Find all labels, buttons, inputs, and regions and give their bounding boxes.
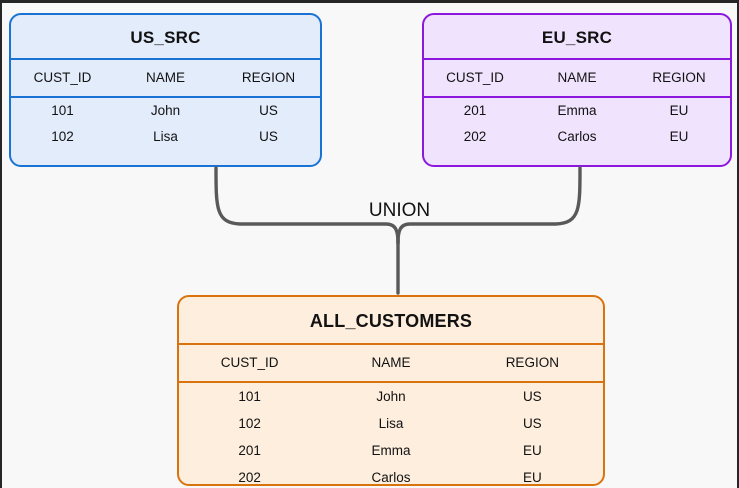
cell-cust-id: 201 xyxy=(463,103,487,118)
column-header-cust-id: CUST_ID xyxy=(11,60,114,98)
cell-region: EU xyxy=(669,103,689,118)
cell-name: John xyxy=(376,389,406,404)
table-row: 202 Carlos EU xyxy=(179,464,603,485)
cell-name: Lisa xyxy=(378,416,404,431)
table-box-us-src[interactable]: US_SRC CUST_ID NAME REGION 101 John US 1… xyxy=(9,13,322,167)
table-grid-us-src: CUST_ID NAME REGION 101 John US 102 Lisa… xyxy=(11,60,320,150)
table-header-row: CUST_ID NAME REGION xyxy=(179,345,603,383)
table-row: 201 Emma EU xyxy=(179,437,603,464)
cell-region: US xyxy=(522,416,542,431)
table-row: 202 Carlos EU xyxy=(424,124,730,150)
table-title-eu-src: EU_SRC xyxy=(424,15,730,60)
column-header-name: NAME xyxy=(114,60,217,98)
cell-region: EU xyxy=(522,443,542,458)
table-title-all-customers: ALL_CUSTOMERS xyxy=(179,297,603,345)
table-title-us-src: US_SRC xyxy=(11,15,320,60)
cell-cust-id: 202 xyxy=(463,129,487,144)
cell-region: EU xyxy=(522,470,542,485)
table-row: 201 Emma EU xyxy=(424,97,730,124)
table-head-us-src: CUST_ID NAME REGION xyxy=(11,60,320,98)
cell-name: Lisa xyxy=(153,129,178,144)
cell-name: Carlos xyxy=(557,129,597,144)
table-row: 102 Lisa US xyxy=(11,124,320,150)
column-header-region: REGION xyxy=(628,60,730,98)
table-row: 101 John US xyxy=(179,382,603,410)
column-header-cust-id: CUST_ID xyxy=(424,60,526,98)
cell-region: US xyxy=(522,389,542,404)
cell-region: EU xyxy=(669,129,689,144)
cell-name: Carlos xyxy=(371,470,411,485)
cell-cust-id: 202 xyxy=(238,470,261,485)
column-header-region: REGION xyxy=(461,345,603,383)
table-header-row: CUST_ID NAME REGION xyxy=(11,60,320,98)
table-header-row: CUST_ID NAME REGION xyxy=(424,60,730,98)
table-grid-all-customers: CUST_ID NAME REGION 101 John US 102 Lisa… xyxy=(179,345,603,485)
column-header-name: NAME xyxy=(526,60,628,98)
column-header-region: REGION xyxy=(217,60,320,98)
table-body-eu-src: 201 Emma EU 202 Carlos EU xyxy=(424,97,730,150)
cell-name: Emma xyxy=(557,103,597,118)
column-header-name: NAME xyxy=(320,345,462,383)
column-header-cust-id: CUST_ID xyxy=(179,345,321,383)
cell-region: US xyxy=(259,103,278,118)
table-head-all-customers: CUST_ID NAME REGION xyxy=(179,345,603,383)
union-operation-label: UNION xyxy=(368,200,431,221)
cell-cust-id: 101 xyxy=(51,103,74,118)
cell-cust-id: 102 xyxy=(51,129,74,144)
cell-cust-id: 102 xyxy=(238,416,261,431)
table-box-all-customers[interactable]: ALL_CUSTOMERS CUST_ID NAME REGION 101 Jo… xyxy=(177,295,605,486)
table-row: 102 Lisa US xyxy=(179,410,603,437)
cell-region: US xyxy=(259,129,278,144)
table-body-all-customers: 101 John US 102 Lisa US 201 Emma EU 202 … xyxy=(179,382,603,485)
table-box-eu-src[interactable]: EU_SRC CUST_ID NAME REGION 201 Emma EU 2… xyxy=(422,13,732,167)
table-body-us-src: 101 John US 102 Lisa US xyxy=(11,97,320,150)
cell-cust-id: 101 xyxy=(238,389,261,404)
table-grid-eu-src: CUST_ID NAME REGION 201 Emma EU 202 Carl… xyxy=(424,60,730,150)
table-row: 101 John US xyxy=(11,97,320,124)
cell-cust-id: 201 xyxy=(238,443,261,458)
cell-name: Emma xyxy=(371,443,411,458)
cell-name: John xyxy=(150,103,181,118)
table-head-eu-src: CUST_ID NAME REGION xyxy=(424,60,730,98)
